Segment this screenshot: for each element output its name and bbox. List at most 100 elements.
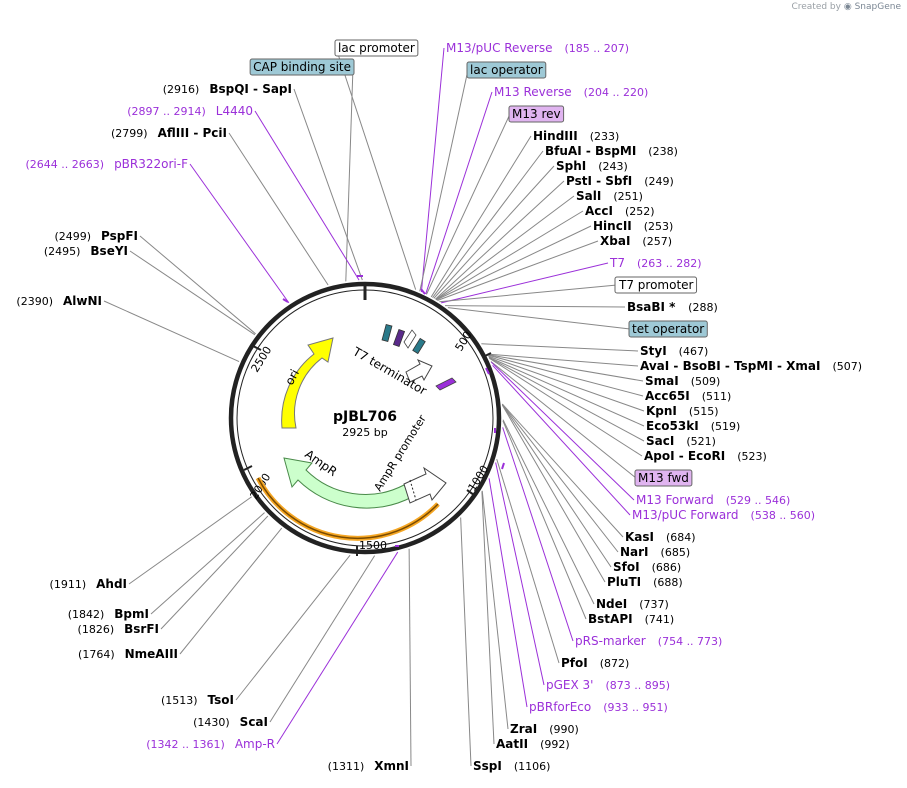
label-position: (872) — [600, 657, 630, 670]
label-name: tet operator — [632, 322, 704, 336]
left-label-13[interactable]: ScaI(1430) — [193, 715, 268, 729]
leader-line — [408, 548, 412, 767]
right-label-0[interactable]: lac promoter — [334, 39, 419, 57]
leader-line — [419, 69, 469, 292]
leader-line — [254, 110, 360, 281]
snapgene-credit: Created by ◉ SnapGene — [791, 2, 901, 12]
left-label-7[interactable]: AlwNI(2390) — [16, 294, 102, 308]
right-label-31[interactable]: PluTI(688) — [607, 575, 683, 589]
right-label-37[interactable]: pBRforEco(933 .. 951) — [529, 700, 668, 714]
leader-line — [487, 353, 639, 367]
right-label-1[interactable]: M13/pUC Reverse(185 .. 207) — [446, 41, 629, 55]
right-label-7[interactable]: SphI(243) — [556, 159, 628, 173]
right-label-3[interactable]: M13 Reverse(204 .. 220) — [494, 85, 648, 99]
right-label-28[interactable]: KasI(684) — [625, 530, 696, 544]
label-position: (685) — [661, 546, 691, 559]
label-box — [466, 61, 547, 79]
right-label-16[interactable]: tet operator — [628, 320, 708, 338]
ori-feature[interactable] — [281, 337, 334, 429]
leader-line — [128, 496, 252, 585]
ori-label: ori — [282, 367, 302, 387]
right-label-34[interactable]: pRS-marker(754 .. 773) — [575, 634, 722, 648]
right-label-33[interactable]: BstAPI(741) — [588, 612, 674, 626]
t7-promoter-feature[interactable] — [392, 328, 406, 348]
label-name: CAP binding site — [253, 60, 351, 74]
label-position: (507) — [832, 360, 862, 373]
right-label-17[interactable]: StyI(467) — [640, 344, 708, 358]
right-label-21[interactable]: KpnI(515) — [646, 404, 719, 418]
right-label-8[interactable]: PstI - SbfI(249) — [566, 174, 674, 188]
primer-mark-m13-forward — [485, 367, 490, 375]
right-label-14[interactable]: T7 promoter — [614, 276, 698, 294]
label-position: (2644 .. 2663) — [26, 158, 105, 171]
label-name: HincII — [593, 219, 632, 233]
left-label-11[interactable]: NmeAIII(1764) — [78, 647, 178, 661]
right-label-6[interactable]: BfuAI - BspMI(238) — [545, 144, 678, 158]
left-label-8[interactable]: AhdI(1911) — [50, 577, 127, 591]
right-label-11[interactable]: HincII(253) — [593, 219, 673, 233]
left-label-6[interactable]: BseYI(2495) — [44, 244, 128, 258]
right-label-12[interactable]: XbaI(257) — [600, 234, 672, 248]
snapgene-logo-icon: ◉ — [843, 2, 852, 12]
left-label-9[interactable]: BpmI(1842) — [68, 607, 149, 621]
left-label-12[interactable]: TsoI(1513) — [161, 693, 234, 707]
right-label-13[interactable]: T7(263 .. 282) — [609, 256, 702, 270]
label-name: pBR322ori-F — [114, 157, 188, 171]
primer-mark-pbr322ori — [282, 298, 289, 303]
m13-fwd-feature[interactable] — [435, 377, 457, 391]
right-label-24[interactable]: ApoI - EcoRI(523) — [644, 449, 767, 463]
right-label-4[interactable]: M13 rev — [508, 105, 565, 123]
right-label-25[interactable]: M13 fwd — [634, 469, 693, 487]
right-label-26[interactable]: M13 Forward(529 .. 546) — [636, 493, 790, 507]
lac-promoter-feature[interactable] — [403, 329, 417, 349]
tick-label-500: 500 — [453, 329, 475, 354]
t7-terminator-feature[interactable] — [405, 359, 433, 383]
right-label-22[interactable]: Eco53kI(519) — [646, 419, 740, 433]
leader-line — [490, 361, 637, 479]
right-label-39[interactable]: AatII(992) — [496, 737, 570, 751]
left-label-14[interactable]: Amp-R(1342 .. 1361) — [146, 737, 275, 751]
label-position: (511) — [702, 390, 732, 403]
left-label-1[interactable]: BspQI - SapI(2916) — [163, 82, 292, 96]
right-label-36[interactable]: pGEX 3'(873 .. 895) — [546, 678, 670, 692]
left-label-5[interactable]: PspFI(2499) — [54, 229, 138, 243]
left-label-3[interactable]: AflIII - PciI(2799) — [111, 126, 227, 140]
right-label-30[interactable]: SfoI(686) — [613, 560, 681, 574]
right-label-29[interactable]: NarI(685) — [620, 545, 690, 559]
right-label-38[interactable]: ZraI(990) — [510, 722, 579, 736]
label-name: BsaBI * — [627, 300, 676, 314]
right-label-2[interactable]: lac operator — [466, 61, 547, 79]
right-label-27[interactable]: M13/pUC Forward(538 .. 560) — [632, 508, 815, 522]
left-label-10[interactable]: BsrFI(1826) — [78, 622, 159, 636]
right-label-18[interactable]: AvaI - BsoBI - TspMI - XmaI(507) — [640, 359, 862, 373]
left-label-2[interactable]: L4440(2897 .. 2914) — [127, 104, 253, 118]
lac-operator-feature[interactable] — [381, 324, 393, 342]
right-label-5[interactable]: HindIII(233) — [533, 129, 619, 143]
right-label-15[interactable]: BsaBI *(288) — [627, 300, 718, 314]
ampr-promoter-feature[interactable] — [403, 466, 447, 504]
left-label-0[interactable]: CAP binding site — [249, 58, 355, 76]
right-label-9[interactable]: SalI(251) — [576, 189, 643, 203]
label-position: (204 .. 220) — [584, 86, 649, 99]
right-label-20[interactable]: Acc65I(511) — [645, 389, 731, 403]
label-name: pBRforEco — [529, 700, 591, 714]
right-label-35[interactable]: PfoI(872) — [561, 656, 629, 670]
ampr-orf-arrow — [257, 477, 439, 539]
label-name: AhdI — [96, 577, 127, 591]
label-box — [334, 39, 419, 57]
left-label-4[interactable]: pBR322ori-F (2644 .. 2663) — [26, 157, 189, 171]
label-name: XbaI — [600, 234, 630, 248]
right-label-19[interactable]: SmaI(509) — [645, 374, 720, 388]
label-position: (519) — [711, 420, 741, 433]
label-position: (1311) — [328, 760, 365, 773]
right-label-10[interactable]: AccI(252) — [585, 204, 655, 218]
left-label-15[interactable]: XmnI(1311) — [328, 759, 409, 773]
label-position: (2799) — [111, 127, 148, 140]
right-label-32[interactable]: NdeI(737) — [596, 597, 669, 611]
ampr-feature[interactable] — [283, 457, 413, 509]
right-label-40[interactable]: SspI(1106) — [473, 759, 550, 773]
right-label-23[interactable]: SacI(521) — [646, 434, 716, 448]
leader-line — [501, 403, 624, 538]
primer-mark-m13-reverse — [420, 288, 426, 295]
tet-operator-feature[interactable] — [412, 337, 426, 355]
